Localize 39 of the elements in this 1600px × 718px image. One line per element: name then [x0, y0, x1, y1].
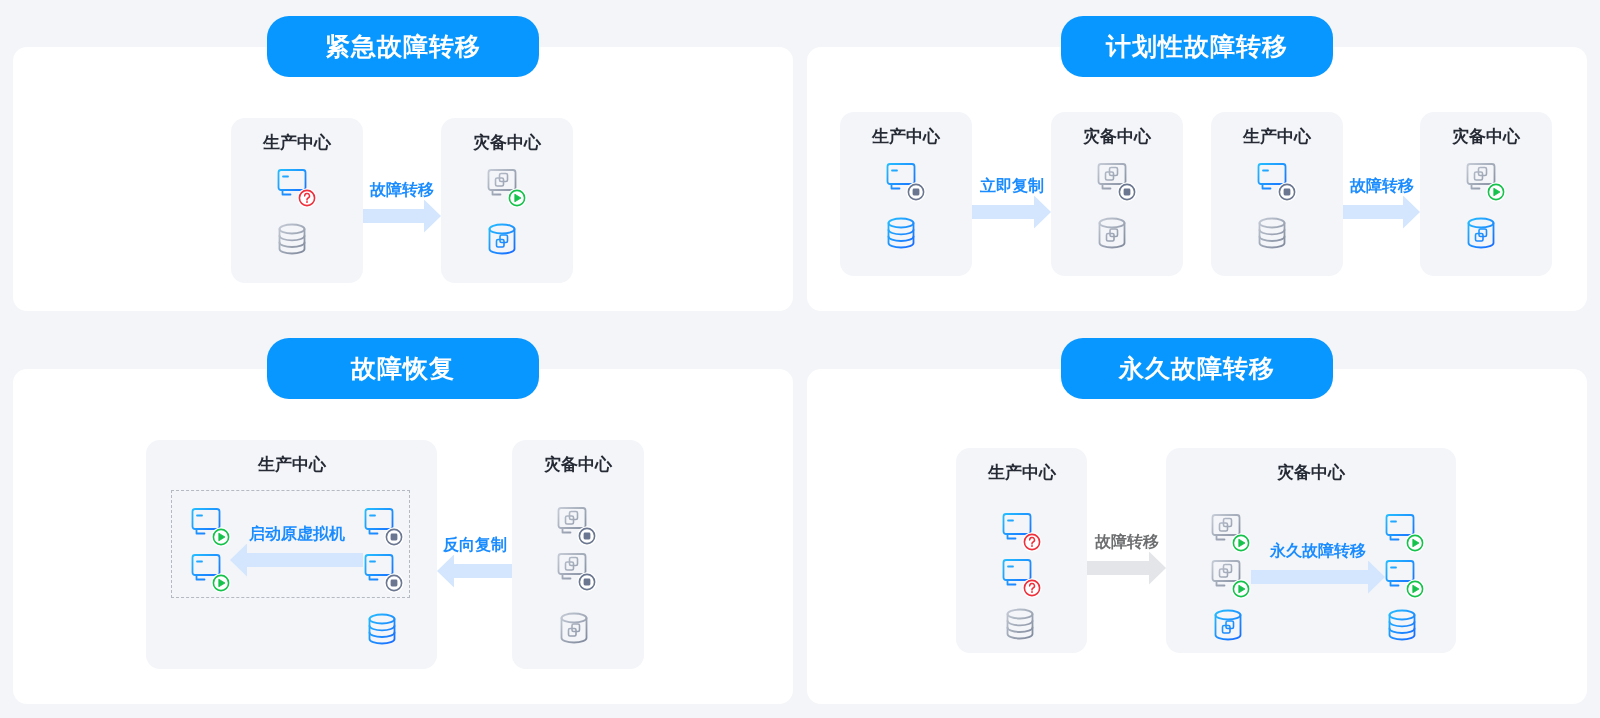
section-title: 故障恢复	[267, 338, 539, 399]
site-panel	[840, 112, 972, 276]
section-title: 紧急故障转移	[267, 16, 539, 77]
edge-label: 立即复制	[979, 176, 1044, 196]
site-panel	[512, 440, 644, 669]
arrow	[1251, 560, 1385, 594]
section-title: 永久故障转移	[1061, 338, 1333, 399]
site-label: 生产中心	[1243, 125, 1311, 148]
site-panel	[1420, 112, 1552, 276]
site-label: 生产中心	[257, 453, 326, 476]
arrow	[1087, 551, 1166, 585]
site-panel	[441, 118, 573, 283]
arrow	[1343, 195, 1420, 229]
site-label: 灾备中心	[544, 453, 612, 476]
site-label: 生产中心	[987, 461, 1056, 484]
site-panel	[1166, 448, 1456, 653]
arrow	[972, 195, 1051, 229]
site-panel	[1051, 112, 1183, 276]
section-title: 计划性故障转移	[1061, 16, 1333, 77]
edge-label: 反向复制	[442, 535, 507, 555]
site-panel	[146, 440, 437, 669]
dashed-frame	[171, 490, 410, 598]
site-label: 灾备中心	[1083, 125, 1151, 148]
arrow	[437, 554, 512, 588]
edge-label: 故障转移	[370, 180, 434, 200]
site-label: 生产中心	[263, 131, 331, 154]
edge-label: 故障转移	[1094, 532, 1159, 552]
site-label: 灾备中心	[473, 131, 541, 154]
site-label: 灾备中心	[1277, 461, 1345, 484]
edge-label: 故障转移	[1349, 176, 1414, 196]
site-label: 灾备中心	[1452, 125, 1520, 148]
arrow	[363, 199, 441, 233]
edge-label: 永久故障转移	[1270, 541, 1366, 561]
arrow	[230, 543, 363, 577]
site-label: 生产中心	[872, 125, 940, 148]
edge-label: 启动原虚拟机	[248, 524, 345, 544]
site-panel	[231, 118, 363, 283]
site-panel	[1211, 112, 1343, 276]
site-panel	[956, 448, 1087, 653]
